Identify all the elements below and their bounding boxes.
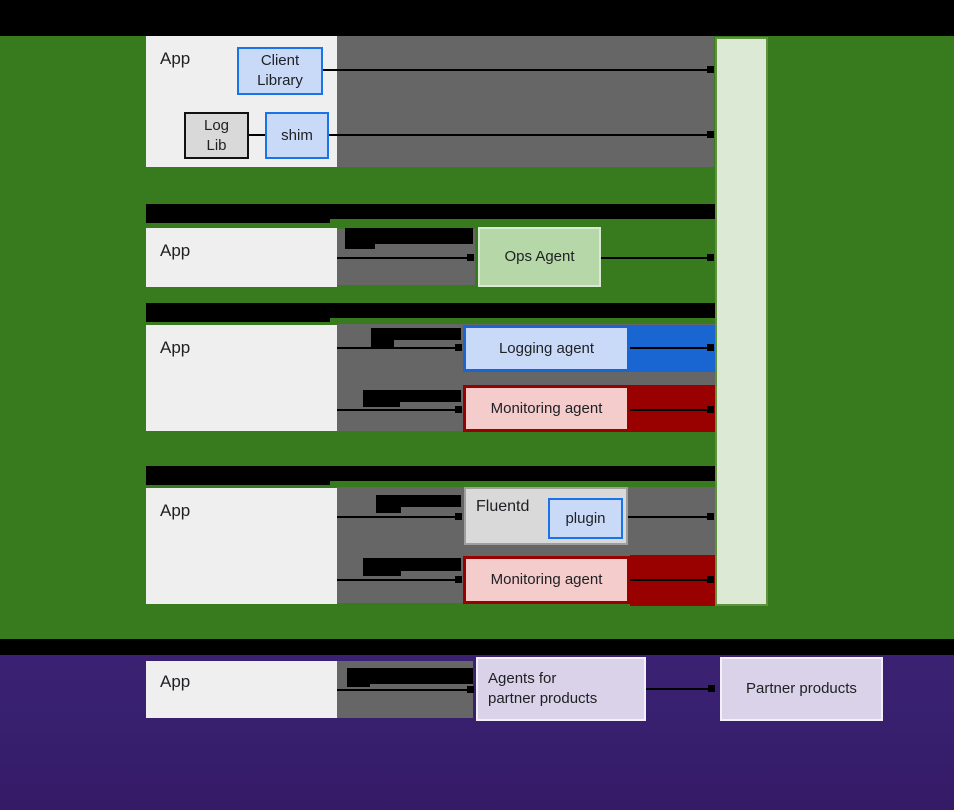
arrow-head — [467, 254, 474, 261]
app-box-3: App — [146, 325, 337, 431]
app-label: App — [160, 49, 191, 68]
arrow-clientlibrary-to-receiver — [323, 69, 707, 71]
arrow-head — [707, 513, 714, 520]
monitoring-agent-box-2: Monitoring agent — [463, 556, 630, 604]
shim-box: shim — [265, 112, 329, 159]
arrow-monitoringagent2-to-receiver — [630, 579, 707, 581]
monitoring-agent-label: Monitoring agent — [490, 399, 603, 417]
arrow-app-to-monitoringagent2 — [337, 579, 455, 581]
app-label: App — [160, 338, 191, 357]
redacted-heading-notch — [146, 219, 330, 223]
redacted-section-band — [0, 639, 954, 655]
arrow-head — [707, 344, 714, 351]
arrow-head — [455, 513, 462, 520]
redacted-heading — [146, 204, 715, 219]
monitoring-pipe-red — [630, 385, 715, 432]
app-box-5: App — [146, 661, 337, 718]
redacted-label-notch — [371, 340, 394, 347]
client-library-label: Client Library — [257, 52, 303, 89]
arrow-shim-to-receiver — [329, 134, 707, 136]
ops-agent-box: Ops Agent — [478, 227, 601, 287]
client-library-box: Client Library — [237, 47, 323, 95]
redacted-label — [376, 495, 461, 507]
redacted-label-notch — [363, 402, 400, 407]
shim-label: shim — [281, 126, 313, 144]
app-label: App — [160, 501, 191, 520]
redacted-label — [371, 328, 461, 340]
arrow-head — [455, 576, 462, 583]
monitoring-agent-box: Monitoring agent — [463, 385, 630, 432]
redacted-label — [347, 668, 473, 684]
arrow-loggingagent-to-receiver — [630, 347, 707, 349]
arrow-app-to-loggingagent — [337, 347, 455, 349]
arrow-head — [455, 406, 462, 413]
arrow-app-to-partneragents — [337, 689, 467, 691]
plugin-box: plugin — [548, 498, 623, 539]
arrow-monitoringagent-to-receiver — [630, 409, 707, 411]
arrow-app-to-opsagent — [337, 257, 467, 259]
redacted-label-notch — [376, 507, 401, 513]
arrow-head — [467, 686, 474, 693]
arrow-app-to-fluentd — [337, 516, 455, 518]
arrow-partneragents-to-partnerproducts — [646, 688, 714, 690]
partner-products-box: Partner products — [720, 657, 883, 721]
redacted-label-notch — [347, 684, 370, 687]
fluentd-box: Fluentd plugin — [464, 487, 628, 545]
monitoring-agent-label: Monitoring agent — [490, 571, 603, 589]
arrow-head — [707, 254, 714, 261]
logging-agent-box: Logging agent — [463, 325, 630, 372]
partner-products-label: Partner products — [746, 679, 857, 697]
redacted-label — [363, 558, 461, 571]
log-lib-label: Log Lib — [203, 116, 230, 154]
arrow-head — [707, 406, 714, 413]
redacted-title-bar — [0, 0, 954, 36]
arrow-head — [707, 576, 714, 583]
redacted-heading-notch — [146, 481, 330, 485]
arrow-head — [707, 131, 714, 138]
redacted-label-notch — [345, 244, 375, 249]
app-label: App — [160, 241, 191, 260]
arrow-opsagent-to-receiver — [601, 257, 707, 259]
ops-agent-label: Ops Agent — [504, 248, 575, 266]
redacted-heading-notch — [146, 318, 330, 322]
redacted-heading — [146, 466, 715, 481]
partner-agents-label: Agents for partner products — [488, 669, 598, 707]
log-lib-box: Log Lib — [184, 112, 249, 159]
arrow-head — [455, 344, 462, 351]
vm-gray-box-1 — [337, 36, 714, 167]
arrow-plugin-to-receiver — [628, 516, 707, 518]
partner-agents-box: Agents for partner products — [476, 657, 646, 721]
redacted-label-notch — [363, 571, 401, 576]
redacted-label — [345, 228, 473, 244]
app-box-4: App — [146, 488, 337, 604]
redacted-heading — [146, 303, 715, 318]
arrow-app-to-monitoringagent — [337, 409, 455, 411]
receiver-bar — [715, 37, 768, 606]
redacted-label — [363, 390, 461, 402]
logging-agent-label: Logging agent — [498, 339, 595, 357]
arrow-head — [707, 66, 714, 73]
connector-loglib-shim — [249, 134, 265, 136]
fluentd-label: Fluentd — [476, 498, 530, 515]
arrow-head — [708, 685, 715, 692]
app-label: App — [160, 672, 191, 691]
plugin-label: plugin — [565, 509, 606, 527]
app-box-2: App — [146, 228, 337, 287]
